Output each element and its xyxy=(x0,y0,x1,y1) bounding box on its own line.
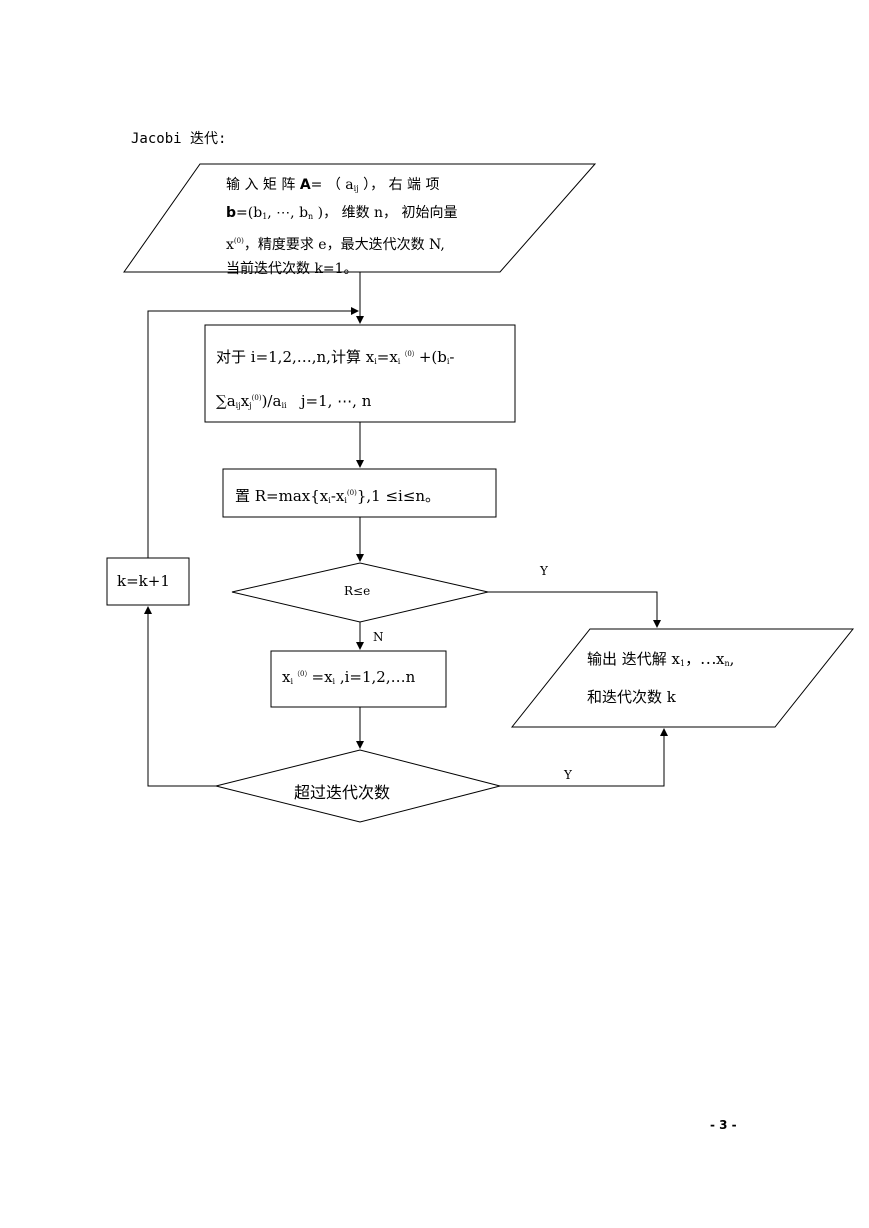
update-block-text: xi（0）=xi ,i=1,2,…n xyxy=(282,668,416,686)
input-line-1: 输 入 矩 阵 A= （ aij ）， 右 端 项 xyxy=(226,177,440,193)
arrow-condition-yes-to-output xyxy=(488,591,661,628)
arrow-increment-to-loop xyxy=(147,307,359,558)
input-block-text: 输 入 矩 阵 A= （ aij ）， 右 端 项 b=(b1, ⋯, bn )… xyxy=(226,173,457,281)
output-block-text: 输出 迭代解 x1，⋯xn, 和迭代次数 k xyxy=(587,648,734,719)
label-no-condition: N xyxy=(373,630,384,644)
increment-label: k=k+1 xyxy=(117,572,170,590)
residual-block-text: 置 R=max{xi-xi(0)},1 ≤i≤n。 xyxy=(235,487,441,505)
output-line-1: 输出 迭代解 x1，⋯xn, xyxy=(587,650,735,668)
condition-label: R≤e xyxy=(344,584,371,598)
compute-block-text: 对于 i=1,2,…,n,计算 xi=xi（0）+(bi- ∑aijxj(0))… xyxy=(216,340,454,428)
page-title: Jacobi 迭代: xyxy=(131,131,227,147)
max-iter-label: 超过迭代次数 xyxy=(294,783,391,802)
input-line-4: 当前迭代次数 k=1。 xyxy=(226,261,358,277)
label-yes-max-iter: Y xyxy=(564,768,572,782)
page-number: - 3 - xyxy=(710,1118,737,1132)
arrow-max-iter-yes-to-output xyxy=(500,728,668,787)
compute-line-2: ∑aijxj(0))/aii j=1, ⋯, n xyxy=(216,392,372,410)
input-line-3: x(0)，精度要求 e，最大迭代次数 N, xyxy=(226,237,445,253)
compute-line-1: 对于 i=1,2,…,n,计算 xi=xi（0）+(bi- xyxy=(216,348,455,366)
update-box xyxy=(270,650,447,708)
input-parallelogram xyxy=(123,163,597,273)
output-line-2: 和迭代次数 k xyxy=(587,688,676,706)
label-yes-condition: Y xyxy=(540,564,548,578)
input-line-2: b=(b1, ⋯, bn )， 维数 n， 初始向量 xyxy=(226,205,458,221)
arrow-max-iter-no-to-increment xyxy=(144,606,216,787)
output-parallelogram xyxy=(510,628,855,728)
